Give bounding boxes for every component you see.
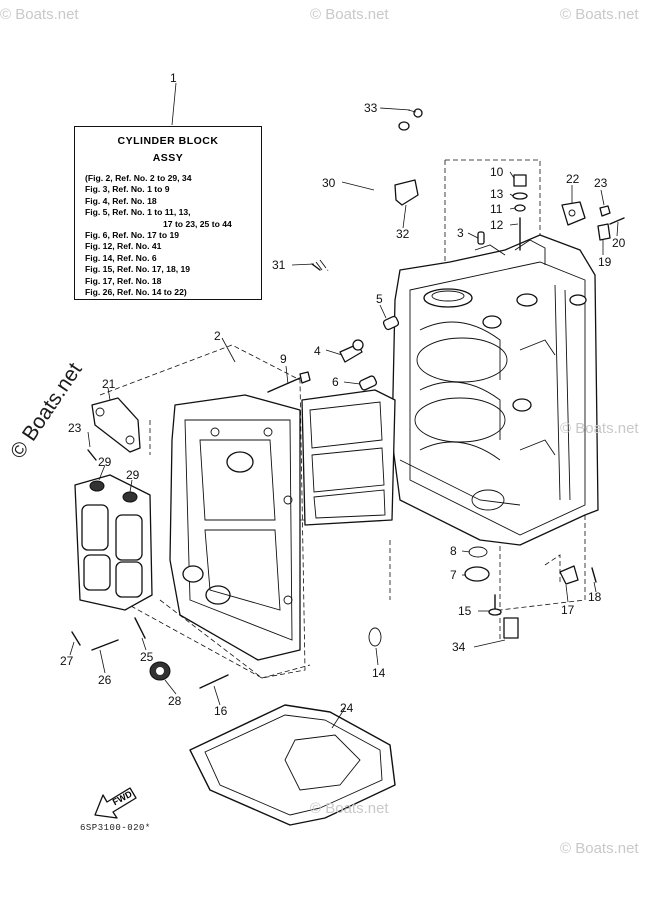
watermark-faint: © Boats.net [310,6,389,23]
callout-21: 21 [102,377,116,391]
callout-15: 15 [458,604,472,618]
water-pipe [315,108,423,271]
reference-title: CYLINDER BLOCK [117,135,219,147]
reference-line: Fig. 3, Ref. No. 1 to 9 [85,184,170,195]
exhaust-gasket [189,704,396,826]
callout-17: 17 [561,603,575,617]
watermark-faint: © Boats.net [560,840,639,857]
reference-line: Fig. 26, Ref. No. 14 to 22) [85,287,187,298]
reference-line: (Fig. 2, Ref. No. 2 to 29, 34 [85,173,192,183]
reference-line: Fig. 15, Ref. No. 17, 18, 19 [85,264,191,275]
callout-16: 16 [214,704,228,718]
callout-4: 4 [314,344,321,358]
coil-bracket [91,397,141,453]
callout-13: 13 [490,187,504,201]
watermark-faint: © Boats.net [560,420,639,437]
reference-line: Fig. 14, Ref. No. 6 [85,252,157,263]
callout-10: 10 [490,165,504,179]
callout-19: 19 [598,255,612,269]
callout-30: 30 [322,176,336,190]
callout-7: 7 [450,568,457,582]
reference-line: 17 to 23, 25 to 44 [163,218,232,229]
callout-3: 3 [457,226,464,240]
callout-32: 32 [396,227,410,241]
reference-list: (Fig. 2, Ref. No. 2 to 29, 34 Fig. 3, Re… [85,173,261,298]
callout-6: 6 [332,375,339,389]
callout-9: 9 [280,352,287,366]
reference-line: Fig. 6, Ref. No. 17 to 19 [85,230,180,241]
callout-34: 34 [452,640,466,654]
reference-line: Fig. 5, Ref. No. 1 to 11, 13, [85,207,191,218]
watermark-faint: © Boats.net [310,800,389,817]
reference-line: Fig. 12, Ref. No. 41 [85,241,162,252]
callout-23-right: 23 [594,176,608,190]
reference-box: CYLINDER BLOCK ASSY (Fig. 2, Ref. No. 2 … [74,126,262,300]
watermark-faint: © Boats.net [560,6,639,23]
callout-14: 14 [372,666,386,680]
callout-8: 8 [450,544,457,558]
leader-lines [69,82,619,729]
callout-26: 26 [98,673,112,687]
cylinder-head [169,394,301,661]
callout-11: 11 [490,202,503,216]
callout-18: 18 [588,590,602,604]
callout-28: 28 [168,694,182,708]
reference-line: Fig. 17, Ref. No. 18 [85,275,162,286]
callout-24: 24 [340,701,354,715]
center-gasket-plate [301,389,396,526]
callout-22: 22 [566,172,580,186]
ignition-coil-assembly [74,474,153,611]
callout-23-left: 23 [68,421,82,435]
callout-20: 20 [612,236,626,250]
fwd-arrow-icon [94,787,137,819]
diagram-code: 6SP3100-020* [80,823,151,833]
callout-1: 1 [170,71,177,85]
callout-27: 27 [60,654,74,668]
callout-5: 5 [376,292,383,306]
callout-25: 25 [140,650,154,664]
cylinder-block [391,234,599,546]
assembly-boundary-lines [99,159,586,679]
callout-31: 31 [272,258,286,272]
reference-subtitle: ASSY [152,152,184,164]
callout-2: 2 [214,329,221,343]
callout-29-right: 29 [126,468,140,482]
callout-numbers: 1 2 3 4 5 6 7 8 9 10 11 12 13 14 15 16 1… [60,71,626,718]
reference-line: Fig. 4, Ref. No. 18 [85,195,157,206]
callout-12: 12 [490,218,504,232]
watermark-faint: © Boats.net [0,6,79,23]
callout-29-left: 29 [98,455,112,469]
callout-33: 33 [364,101,378,115]
